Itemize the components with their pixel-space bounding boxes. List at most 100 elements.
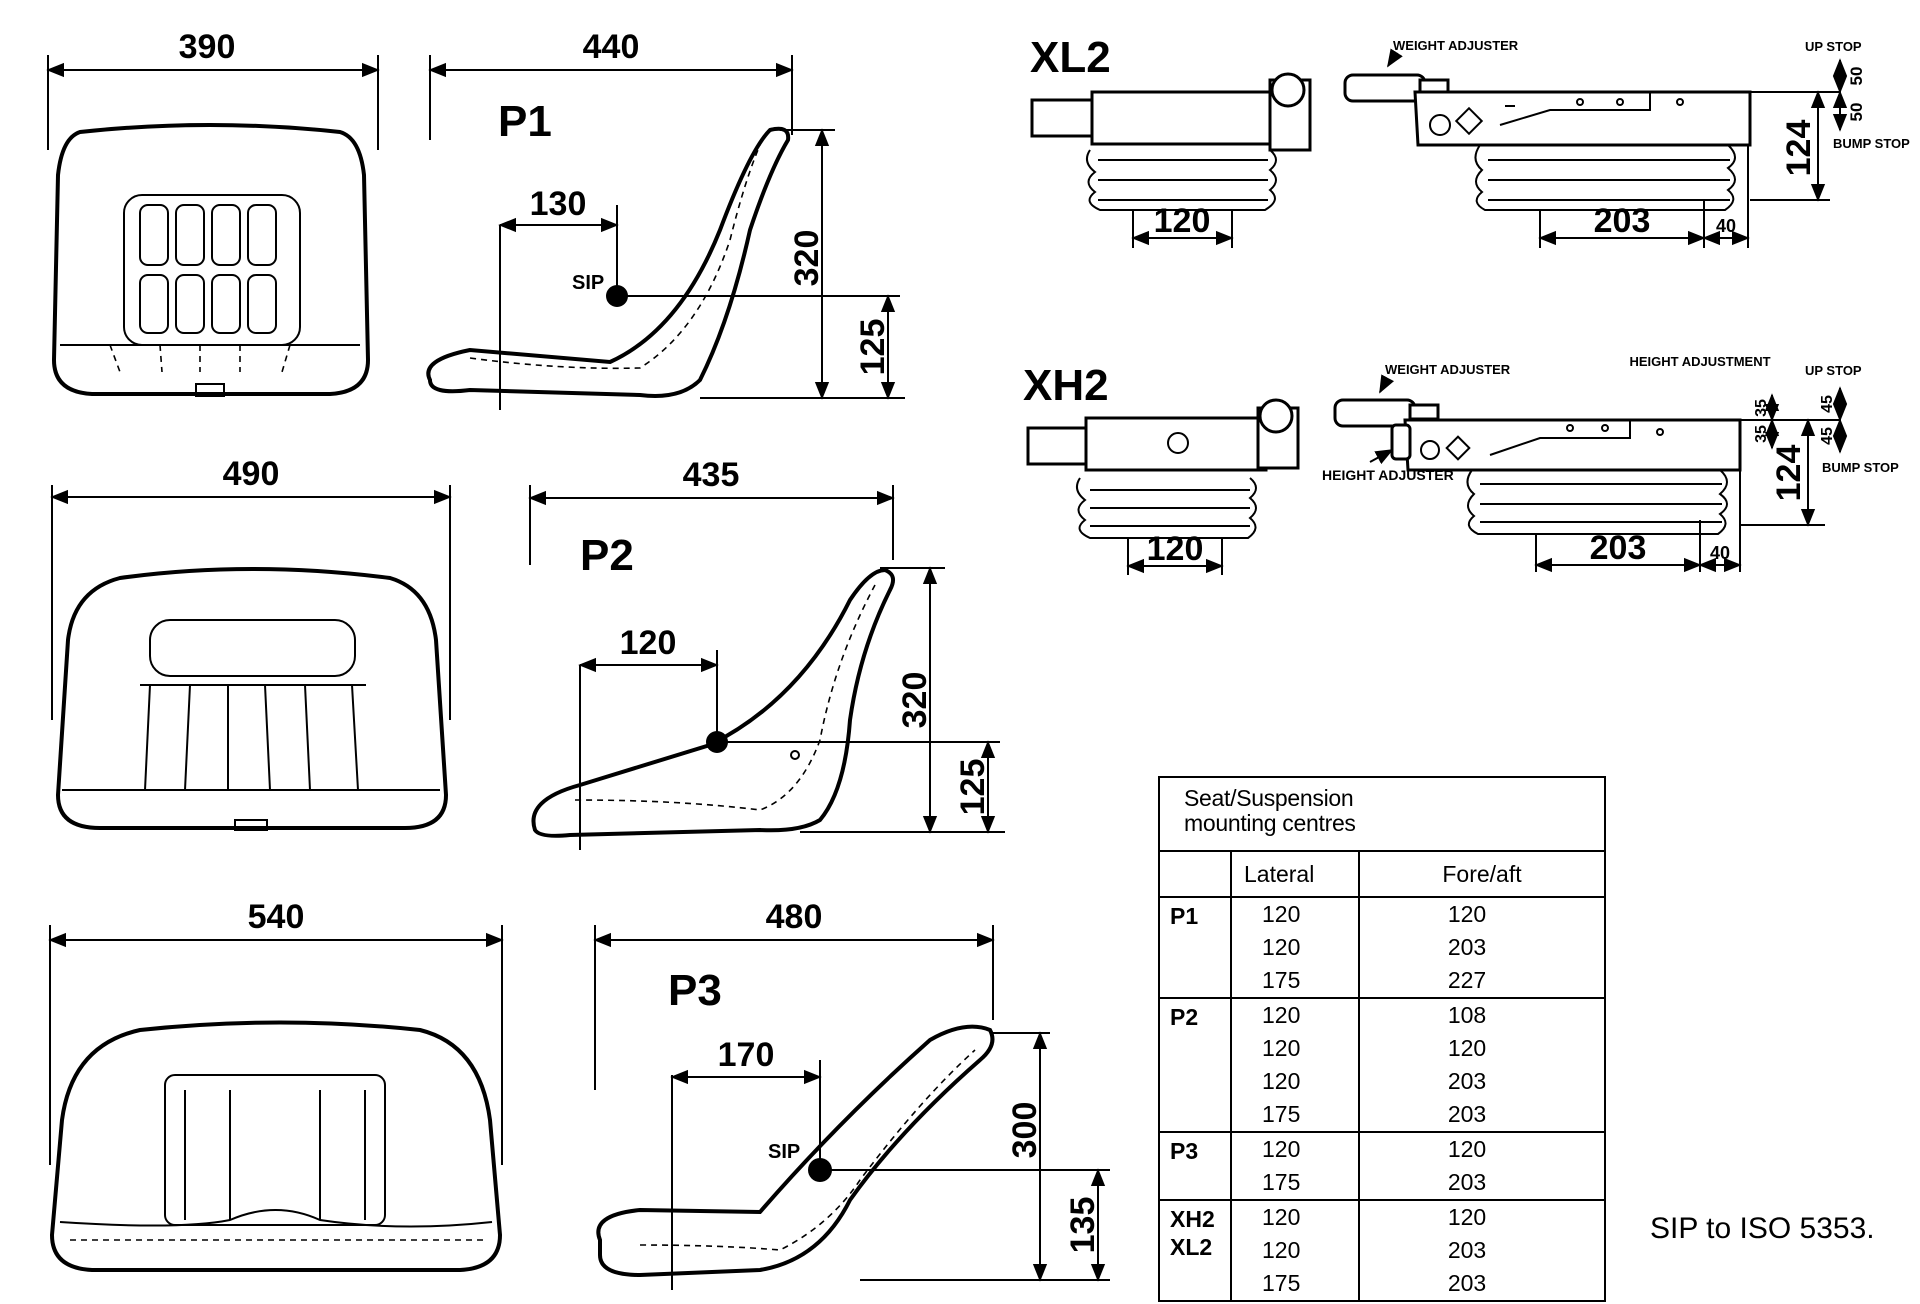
model-name: P2 [1170, 1004, 1199, 1030]
p3-model-label: P3 [668, 966, 722, 1015]
p1-sip-height: 125 [854, 319, 892, 376]
table-row: 120 120 [1232, 1133, 1604, 1166]
p2-front-width-value: 490 [223, 455, 280, 493]
p3-side-depth: 480 [766, 898, 823, 936]
xh2-model-label: XH2 [1023, 361, 1109, 410]
table-row: 175 203 [1232, 1267, 1604, 1300]
suspension-xl2-side-view: WEIGHT ADJUSTER 203 40 124 UP STOP 50 50… [1343, 38, 1910, 248]
model-name: P1 [1170, 903, 1199, 929]
table-row: 120 120 [1232, 898, 1604, 931]
fore-aft-cell: 120 [1447, 1204, 1487, 1230]
lateral-cell: 120 [1232, 1032, 1360, 1065]
p1-sip-label: SIP [572, 272, 604, 294]
iso-note: SIP to ISO 5353. [1650, 1212, 1875, 1245]
p1-height: 320 [788, 230, 826, 287]
p2-sip-offset: 120 [620, 624, 677, 662]
lateral-cell: 120 [1232, 931, 1360, 964]
seat-p2-side-view: 435 P2 120 320 125 [528, 456, 1005, 850]
p2-side-depth: 435 [683, 456, 740, 494]
xh2-offset: 40 [1710, 543, 1730, 563]
header-model-cell [1160, 852, 1232, 896]
p2-height: 320 [896, 672, 934, 729]
lateral-cell: 175 [1232, 1267, 1360, 1300]
p1-sip-offset: 130 [530, 185, 587, 223]
fore-aft-cell: 108 [1447, 1002, 1487, 1028]
fore-aft-cell: 120 [1447, 1136, 1487, 1162]
lateral-cell: 175 [1232, 964, 1360, 997]
xh2-bump-stop-label: BUMP STOP [1822, 460, 1899, 475]
p1-model-label: P1 [498, 97, 552, 146]
p3-front-width: 540 [248, 898, 305, 936]
seat-p2-front-view: 390 490 [50, 455, 452, 831]
xh2-height-adjustment-label: HEIGHT ADJUSTMENT [1629, 354, 1770, 369]
fore-aft-cell: 203 [1447, 1270, 1487, 1296]
xh2-height-adjuster-label: HEIGHT ADJUSTER [1322, 467, 1454, 483]
fore-aft-cell: 120 [1447, 1035, 1487, 1061]
p3-sip-offset: 170 [718, 1036, 775, 1074]
suspension-xl2-front-view: XL2 120 [1030, 33, 1312, 248]
xh2-up-stop: 45 [1819, 395, 1836, 413]
p1-front-width: 390 [179, 28, 236, 66]
table-row: 175 203 [1232, 1166, 1604, 1199]
p1-side-depth-value: 440 [583, 28, 640, 66]
xl2-offset: 40 [1716, 216, 1736, 236]
lateral-cell: 120 [1232, 898, 1360, 931]
xh2-lateral: 120 [1147, 530, 1204, 568]
model-name: XL2 [1170, 1234, 1213, 1260]
lateral-cell: 120 [1232, 1201, 1360, 1234]
p2-model-label: P2 [580, 531, 634, 580]
fore-aft-cell: 227 [1447, 967, 1487, 993]
table-row: 175 203 [1232, 1098, 1604, 1131]
lateral-cell: 120 [1232, 1234, 1360, 1267]
lateral-cell: 120 [1232, 999, 1360, 1032]
xl2-height: 124 [1780, 120, 1818, 177]
fore-aft-cell: 203 [1447, 1068, 1487, 1094]
fore-aft-cell: 203 [1447, 1101, 1487, 1127]
p3-sip-label: SIP [768, 1141, 800, 1163]
model-name: XH2 [1170, 1206, 1215, 1232]
lateral-cell: 120 [1232, 1133, 1360, 1166]
lateral-cell: 175 [1232, 1098, 1360, 1131]
table-caption-line1: Seat/Suspension [1184, 785, 1354, 811]
lateral-cell: 175 [1232, 1166, 1360, 1199]
table-caption-line2: mounting centres [1184, 810, 1356, 836]
table-group-model: P3 [1160, 1133, 1232, 1199]
xl2-lateral: 120 [1154, 202, 1211, 240]
header-fore-aft: Fore/aft [1442, 860, 1522, 887]
model-name: P3 [1170, 1138, 1199, 1164]
seat-p3-front-view: 540 [48, 898, 504, 1272]
fore-aft-cell: 120 [1447, 901, 1487, 927]
xl2-bump-stop-label: BUMP STOP [1833, 136, 1910, 151]
header-lateral: Lateral [1232, 852, 1360, 896]
xh2-bump-stop: 45 [1819, 427, 1836, 445]
p3-height: 300 [1006, 1102, 1044, 1159]
fore-aft-cell: 203 [1447, 1169, 1487, 1195]
table-row: 120 203 [1232, 931, 1604, 964]
xh2-height-adj-down: 35 [1753, 425, 1770, 443]
table-row: 120 120 [1232, 1032, 1604, 1065]
xh2-up-stop-label: UP STOP [1805, 363, 1862, 378]
seat-p1-front-view: 390 [46, 28, 380, 397]
table-caption: Seat/Suspension mounting centres [1160, 778, 1604, 852]
lateral-cell: 120 [1232, 1065, 1360, 1098]
seat-p1-side-view: 435 440 P1 130 SIP 320 125 [426, 28, 905, 410]
table-group-model: P1 [1160, 898, 1232, 997]
suspension-xh2-front-view: XH2 120 [1023, 361, 1300, 575]
p3-sip-height: 135 [1064, 1197, 1102, 1254]
table-row: 120 120 [1232, 1201, 1604, 1234]
table-row: 175 227 [1232, 964, 1604, 997]
table-row: 120 203 [1232, 1065, 1604, 1098]
xl2-up-stop: 50 [1847, 67, 1866, 86]
xl2-model-label: XL2 [1030, 33, 1111, 82]
fore-aft-cell: 203 [1447, 934, 1487, 960]
xl2-bump-stop: 50 [1847, 103, 1866, 122]
seat-p3-side-view: 480 P3 170 SIP 300 135 [593, 898, 1110, 1290]
table-header: Lateral Fore/aft [1160, 852, 1604, 898]
